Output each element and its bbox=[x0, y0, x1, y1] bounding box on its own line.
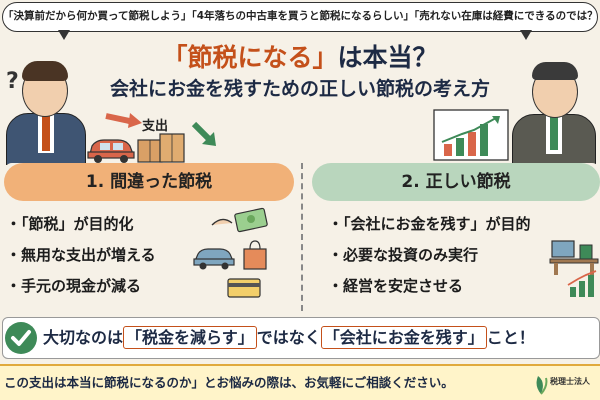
svg-text:?: ? bbox=[6, 69, 19, 94]
growth-chart-icon bbox=[567, 270, 597, 297]
message-part: ではなく bbox=[256, 328, 321, 347]
money-flying-icon bbox=[211, 207, 268, 233]
panel-divider bbox=[301, 163, 303, 311]
wrong-panel-title: 1. 間違った節税 bbox=[4, 163, 294, 201]
list-item: 経営を安定させる bbox=[328, 271, 531, 302]
page-title: 「節税になる」は本当？ bbox=[0, 38, 600, 74]
leaf-logo-icon bbox=[536, 376, 548, 395]
firm-name: 税理士法人 bbox=[550, 377, 590, 386]
quote-bubble: 「決算前だから何か買って節税しよう」「4年落ちの中古車を買うと節税になるらしい」… bbox=[2, 2, 598, 32]
worried-man-illustration bbox=[0, 55, 90, 165]
shopping-bag-icon bbox=[243, 240, 267, 270]
consultation-text: この支出は本当に節税になるのか」とお悩みの際は、お気軽にご相談ください。 bbox=[4, 375, 454, 390]
message-boxed-phrase: 「会社にお金を残す」 bbox=[320, 326, 487, 349]
message-part: こと！ bbox=[486, 328, 535, 347]
bubble-tail bbox=[58, 30, 70, 40]
correct-panel-title: 2. 正しい節税 bbox=[312, 163, 600, 201]
consultation-bar: この支出は本当に節税になるのか」とお悩みの際は、お気軽にご相談ください。 税理士… bbox=[0, 364, 600, 400]
wrong-tax-saving-panel: 1. 間違った節税 「節税」が目的化 無用な支出が増える 手元の現金が減る bbox=[4, 163, 294, 307]
arrow-icon bbox=[105, 113, 142, 128]
list-item: 必要な投資のみ実行 bbox=[328, 240, 531, 271]
title-accent: 「節税になる」 bbox=[162, 43, 338, 72]
credit-card-icon bbox=[227, 278, 261, 298]
message-boxed-phrase: 「税金を減らす」 bbox=[123, 326, 257, 349]
question-mark-icon: ? bbox=[6, 69, 19, 94]
list-item: 無用な支出が増える bbox=[6, 240, 156, 271]
bubble-tail bbox=[520, 30, 532, 40]
expense-label: 支出 bbox=[142, 119, 169, 134]
title-rest: は本当？ bbox=[337, 43, 438, 72]
list-item: 手元の現金が減る bbox=[6, 271, 156, 302]
arrow-down-right-icon bbox=[191, 121, 216, 146]
office-desk-icon bbox=[549, 240, 599, 275]
list-item: 「節税」が目的化 bbox=[6, 209, 156, 240]
car-icon bbox=[87, 139, 135, 163]
key-message: 大切なのは「税金を減らす」ではなく「会社にお金を残す」こと！ bbox=[43, 318, 535, 358]
wrong-points-list: 「節税」が目的化 無用な支出が増える 手元の現金が減る bbox=[6, 209, 156, 302]
page-subtitle: 会社にお金を残すための正しい節税の考え方 bbox=[109, 78, 490, 100]
key-message-bar: 大切なのは「税金を減らす」ではなく「会社にお金を残す」こと！ bbox=[2, 317, 600, 359]
quote-text: 「決算前だから何か買って節税しよう」「4年落ちの中古車を買うと節税になるらしい」… bbox=[3, 10, 598, 22]
message-part: 大切なのは bbox=[43, 328, 124, 347]
correct-tax-saving-panel: 2. 正しい節税 「会社にお金を残す」が目的 必要な投資のみ実行 経営を安定させ… bbox=[312, 163, 600, 307]
list-item: 「会社にお金を残す」が目的 bbox=[328, 209, 531, 240]
correct-points-list: 「会社にお金を残す」が目的 必要な投資のみ実行 経営を安定させる bbox=[328, 209, 531, 302]
firm-logo: 税理士法人 bbox=[528, 370, 600, 398]
car-icon bbox=[193, 248, 235, 270]
confident-man-illustration bbox=[506, 60, 598, 165]
growth-chart-board-icon bbox=[433, 109, 509, 161]
check-icon bbox=[5, 322, 37, 354]
cardboard-boxes-icon bbox=[137, 133, 185, 163]
